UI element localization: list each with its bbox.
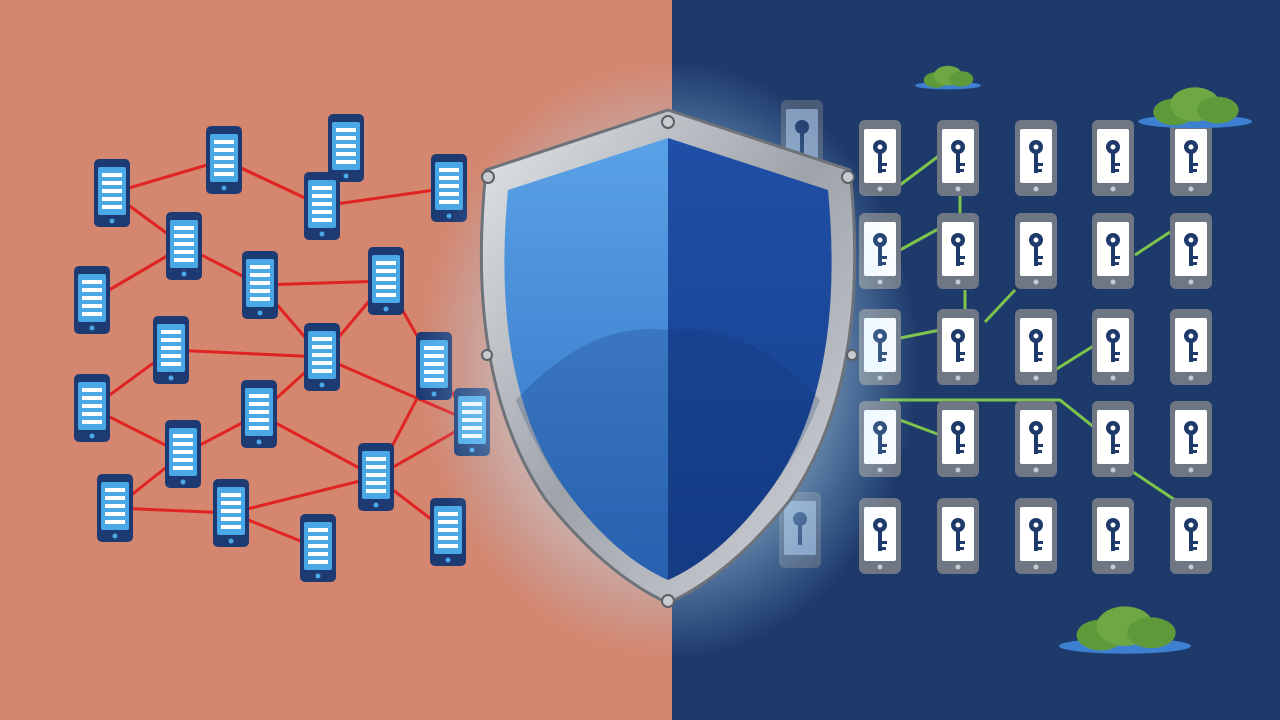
network-link: [111, 158, 225, 195]
key-icon: [1170, 309, 1212, 385]
phone-screen-icon: [97, 474, 133, 542]
bush-icon: [915, 65, 981, 90]
key-icon: [1092, 120, 1134, 196]
key-icon: [937, 213, 979, 289]
phone-screen-icon: [74, 266, 110, 334]
network-link: [170, 348, 323, 359]
key-icon: [1092, 498, 1134, 574]
left-device-grid: [74, 114, 490, 582]
key-icon: [937, 120, 979, 196]
phone-screen-icon: [300, 514, 336, 582]
key-icon: [1015, 401, 1057, 477]
phone-screen-icon: [242, 251, 278, 319]
key-icon: [1170, 213, 1212, 289]
phone-screen-icon: [165, 420, 201, 488]
key-icon: [1170, 120, 1212, 196]
network-link: [258, 412, 377, 479]
network-link: [114, 506, 232, 515]
right-decorations: [915, 65, 1252, 654]
phone-screen-icon: [94, 159, 130, 227]
phone-screen-icon: [304, 323, 340, 391]
phone-screen-icon: [74, 374, 110, 442]
key-icon: [1015, 120, 1057, 196]
phone-screen-icon: [304, 172, 340, 240]
shield-face-right: [668, 138, 832, 580]
network-link: [899, 153, 941, 187]
key-icon: [1015, 213, 1057, 289]
phone-screen-icon: [368, 247, 404, 315]
network-link: [899, 226, 941, 252]
key-icon: [1092, 213, 1134, 289]
network-link: [1054, 343, 1096, 372]
phone-screen-icon: [213, 479, 249, 547]
shield-face-left: [504, 138, 668, 580]
network-link: [321, 186, 450, 208]
phone-screen-icon: [328, 114, 364, 182]
key-icon: [1015, 498, 1057, 574]
key-icon: [1092, 309, 1134, 385]
shield-sheen: [516, 328, 820, 580]
phone-screen-icon: [206, 126, 242, 194]
phone-screen-icon: [166, 212, 202, 280]
bush-icon: [1059, 606, 1191, 654]
key-icon: [1170, 498, 1212, 574]
key-icon: [1170, 401, 1212, 477]
phone-screen-icon: [431, 154, 467, 222]
key-icon: [1092, 401, 1134, 477]
network-link: [1134, 230, 1171, 257]
key-icon: [937, 309, 979, 385]
key-icon: [859, 120, 901, 196]
key-icon: [937, 401, 979, 477]
key-icon: [937, 498, 979, 574]
network-link: [259, 279, 387, 287]
shield-rivets: [481, 115, 858, 608]
phone-screen-icon: [153, 316, 189, 384]
phone-screen-icon: [358, 443, 394, 511]
shield-icon: [479, 108, 858, 608]
bush-icon: [1138, 87, 1252, 129]
phone-screen-icon: [241, 380, 277, 448]
network-link: [983, 288, 1017, 324]
network-link: [230, 475, 377, 515]
key-icon: [1015, 309, 1057, 385]
